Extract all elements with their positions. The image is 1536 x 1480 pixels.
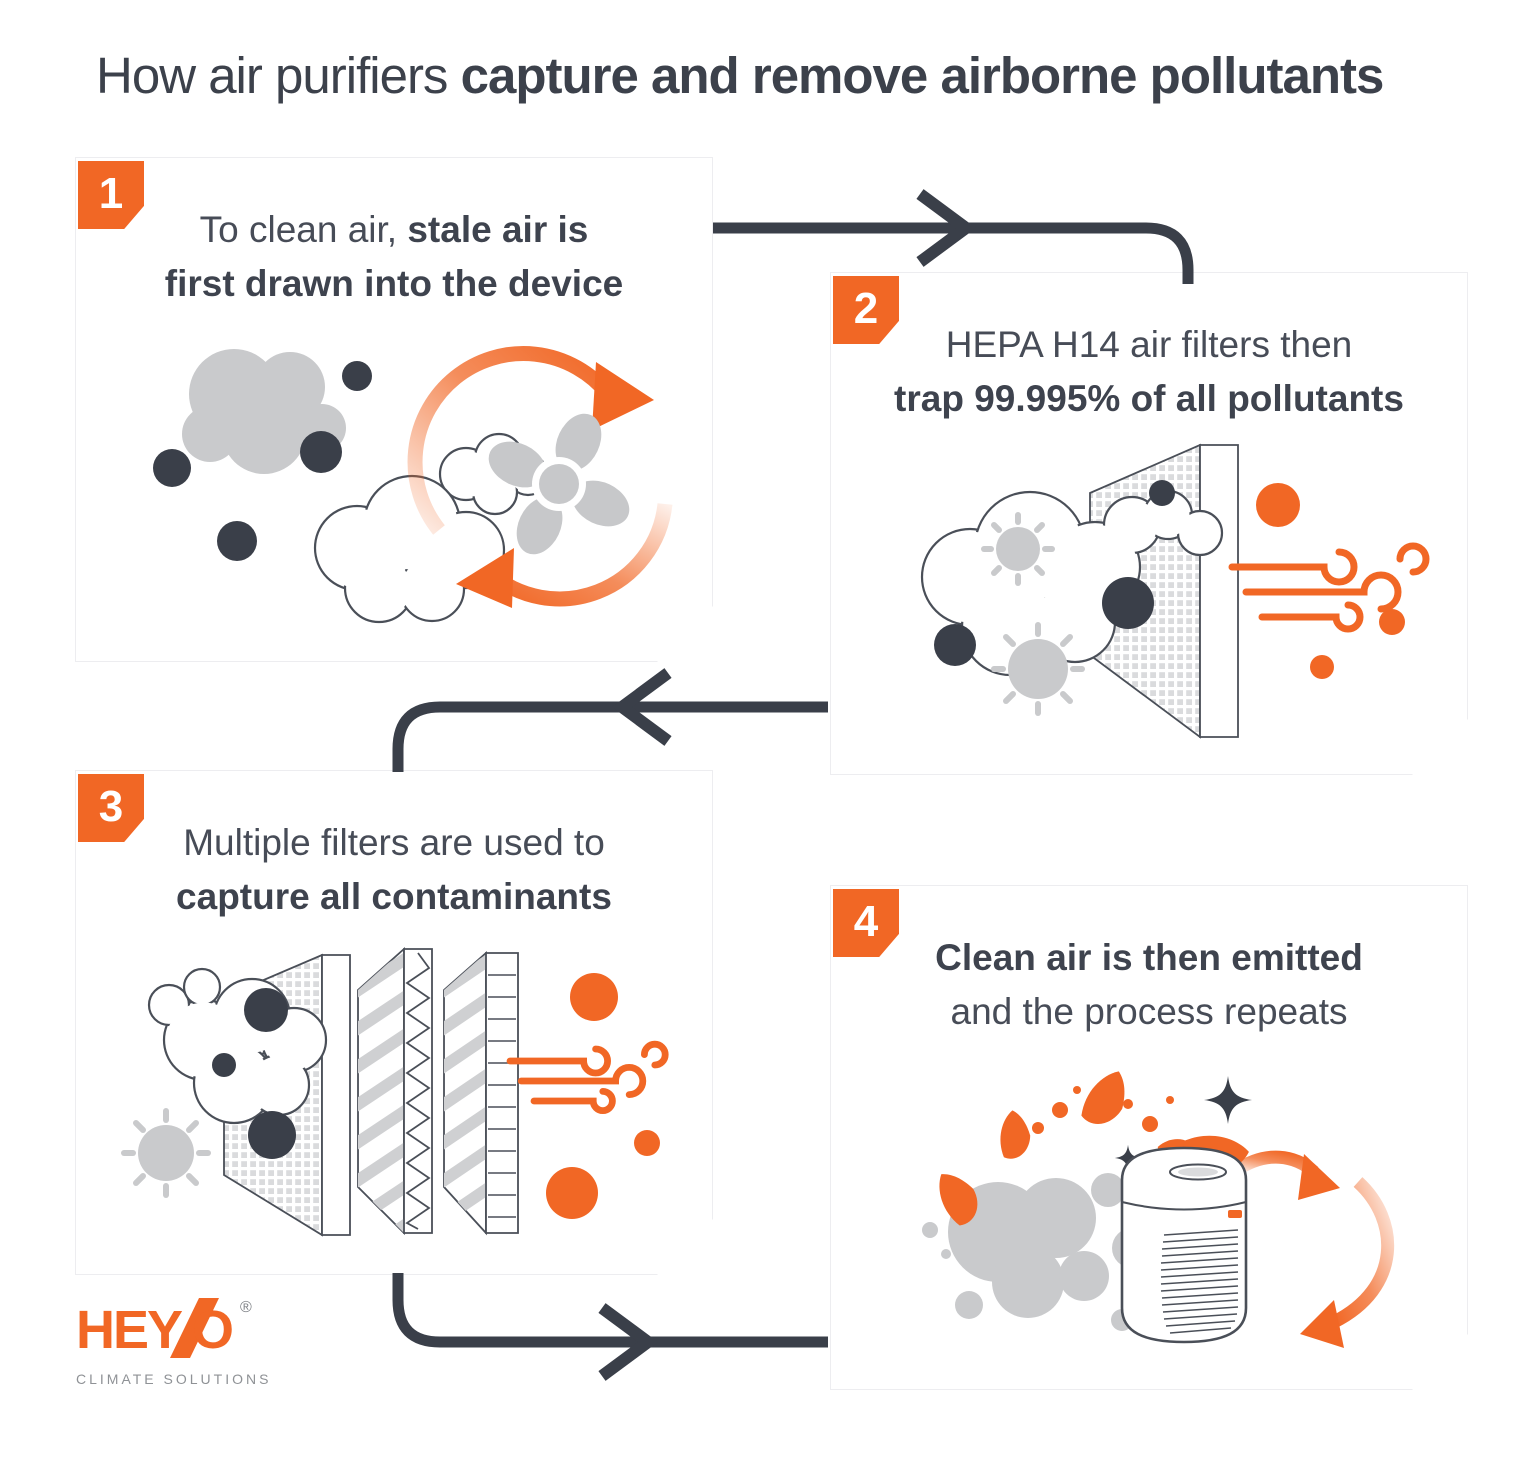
step-card-4: 4 Clean air is then emitted and the proc…: [830, 885, 1468, 1390]
arrowhead-left-icon: [611, 668, 672, 746]
clean-air-wind-icon: [1232, 546, 1426, 629]
fan-icon: [481, 406, 637, 562]
gray-cloud-blobs-icon: [922, 1173, 1152, 1331]
registered-mark: ®: [240, 1299, 252, 1316]
step-2-badge: 2: [833, 276, 899, 344]
step-2-line1-regular: HEPA H14 air filters then: [945, 324, 1353, 365]
arrowhead-right-icon: [916, 189, 977, 267]
pollutant-dots-icon: [153, 361, 372, 561]
step-3-badge: 3: [78, 774, 144, 842]
step-4-badge: 4: [833, 889, 899, 957]
step-1-heading: To clean air, stale air is first drawn i…: [87, 203, 701, 311]
dirty-air-fan-illustration: [114, 332, 674, 662]
step-1-line2-bold: first drawn into the device: [164, 263, 624, 304]
arrowhead-right-icon: [598, 1303, 659, 1381]
step-4-line1-bold: Clean air is then emitted: [935, 937, 1363, 978]
step-2-line2-bold: trap 99.995% of all pollutants: [894, 378, 1404, 419]
step-card-3: 3 Multiple filters are used to capture a…: [75, 770, 713, 1275]
heylo-logo: HEY O ® CLIMATE SOLUTIONS: [76, 1296, 271, 1387]
air-purifier-icon: [1122, 1148, 1246, 1342]
page-title-bold: capture and remove airborne pollutants: [460, 47, 1385, 104]
multi-filter-illustration: [114, 935, 674, 1265]
hepa-filter-illustration: [870, 437, 1430, 767]
pollutant-dots-icon: [934, 480, 1175, 666]
step-3-line2-bold: capture all contaminants: [176, 876, 612, 917]
flow-arrow-3-4: [392, 1273, 828, 1348]
logo-text-o: O: [192, 1300, 234, 1360]
step-2-heading: HEPA H14 air filters then trap 99.995% o…: [842, 318, 1456, 426]
purifier-grille-icon: [1161, 1230, 1238, 1333]
page-title: How air purifiers capture and remove air…: [96, 46, 1385, 105]
virus-icon: [984, 515, 1082, 713]
air-cloud-icon: [922, 491, 1222, 675]
pleated-filter-icon: [348, 949, 432, 1263]
step-1-line1-bold: stale air is: [407, 209, 589, 250]
air-purifier-illustration: [870, 1050, 1430, 1380]
heylo-logo-mark: HEY O ®: [76, 1298, 252, 1360]
logo-tagline: CLIMATE SOLUTIONS: [76, 1371, 272, 1387]
step-3-line1-regular: Multiple filters are used to: [183, 822, 605, 863]
step-card-2: 2 HEPA H14 air filters then trap 99.995%…: [830, 272, 1468, 775]
flow-arrow-2-3: [392, 701, 828, 772]
pollutant-dots-icon: [212, 988, 296, 1159]
step-4-heading: Clean air is then emitted and the proces…: [842, 931, 1456, 1039]
logo-slash-icon: [170, 1298, 219, 1358]
virus-icon: [124, 1111, 208, 1195]
step-1-badge: 1: [78, 161, 144, 229]
step-3-heading: Multiple filters are used to capture all…: [87, 816, 701, 924]
page-title-light: How air purifiers: [96, 47, 461, 104]
circulation-arrows-icon: [1240, 1154, 1388, 1348]
step-1-line1-regular: To clean air,: [199, 209, 408, 250]
slat-filter-icon: [434, 953, 518, 1233]
step-4-line2-regular: and the process repeats: [950, 991, 1348, 1032]
clean-air-dots-icon: [1256, 483, 1405, 679]
logo-text-hey: HEY: [76, 1300, 183, 1360]
clean-air-wind-icon: [510, 1044, 665, 1110]
step-card-1: 1 To clean air, stale air is first drawn…: [75, 157, 713, 662]
clean-air-dots-icon: [546, 973, 660, 1219]
rotation-arrows-icon: [415, 354, 665, 608]
